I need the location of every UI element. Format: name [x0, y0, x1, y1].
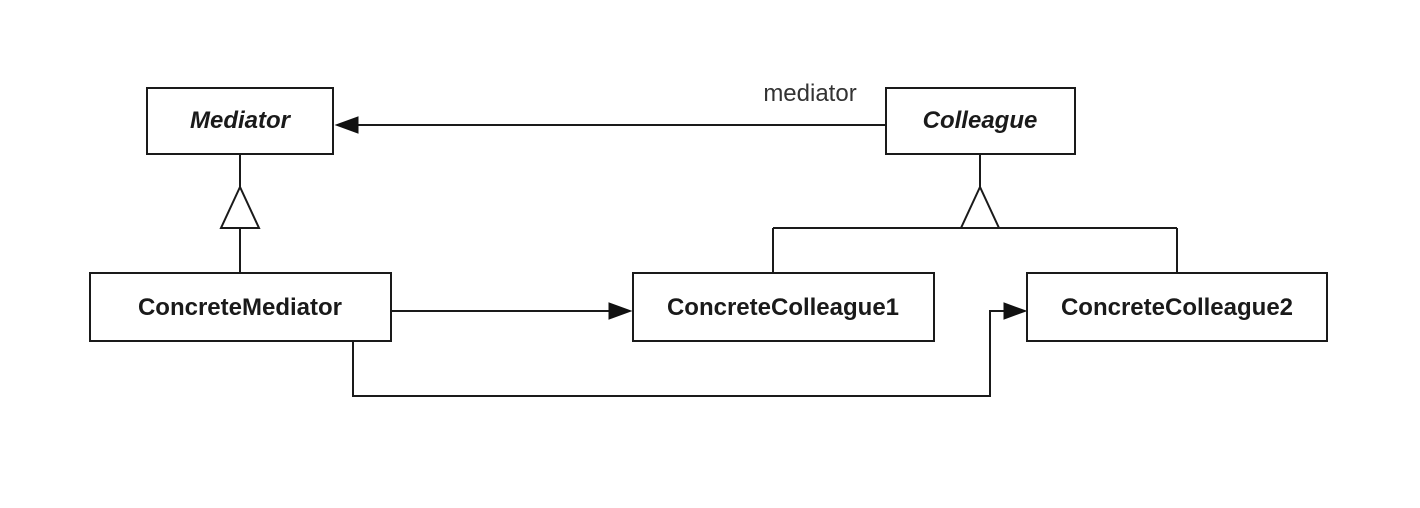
- mediator-role-label: mediator: [763, 80, 856, 107]
- association-mediator-to-colleague2: [352, 302, 1028, 397]
- class-colleague-name: Colleague: [923, 107, 1038, 134]
- generalization-colleague: [772, 154, 1178, 273]
- generalization-mediator: [219, 154, 261, 273]
- class-colleague[interactable]: Colleague: [885, 87, 1076, 155]
- inheritance-triangle: [219, 184, 261, 229]
- association-arrowhead: [334, 116, 359, 134]
- class-mediator[interactable]: Mediator: [146, 87, 334, 155]
- association-arrowhead: [608, 302, 633, 320]
- class-concrete-mediator-name: ConcreteMediator: [138, 294, 342, 321]
- class-concrete-colleague-2[interactable]: ConcreteColleague2: [1026, 272, 1328, 342]
- class-concrete-mediator[interactable]: ConcreteMediator: [89, 272, 392, 342]
- class-mediator-name: Mediator: [190, 107, 292, 134]
- class-concrete-colleague-1[interactable]: ConcreteColleague1: [632, 272, 935, 342]
- class-concrete-colleague-1-name: ConcreteColleague1: [667, 294, 899, 321]
- association-colleague-to-mediator: [334, 116, 886, 134]
- association-arrowhead: [1003, 302, 1028, 320]
- class-concrete-colleague-2-name: ConcreteColleague2: [1061, 294, 1293, 321]
- association-mediator-to-colleague1: [391, 302, 633, 320]
- inheritance-triangle: [959, 184, 1001, 229]
